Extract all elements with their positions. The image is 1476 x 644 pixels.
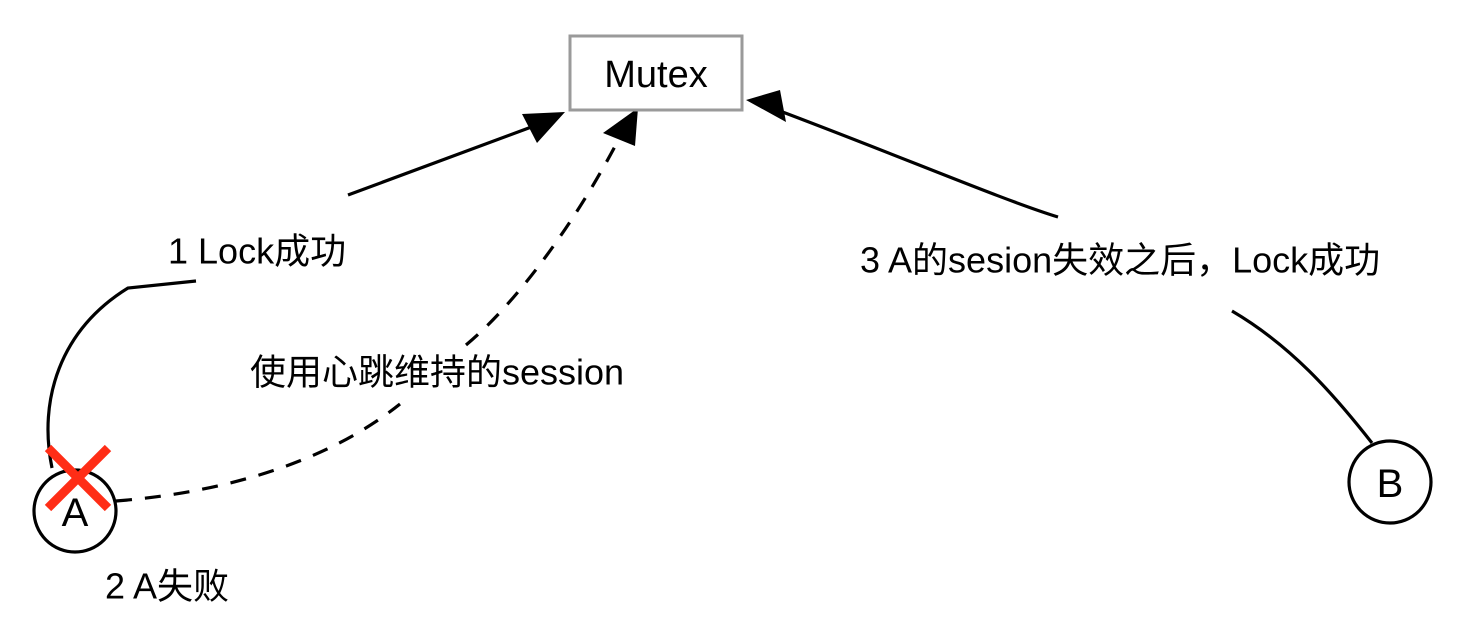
mutex-label: Mutex	[604, 54, 707, 96]
edge-label-b-lock-success-text: 3 A的sesion失效之后，Lock成功	[860, 240, 1380, 281]
edge-b-lock-success-arrowhead	[746, 90, 786, 122]
client-b-label: B	[1377, 462, 1404, 506]
edge-a-heartbeat-session[interactable]	[115, 108, 638, 503]
node-mutex[interactable]: Mutex	[568, 34, 744, 112]
edge-a-heartbeat-session-path-upper	[464, 132, 624, 347]
mutex-box	[568, 34, 744, 112]
annotation-a-failure: 2 A失败	[105, 566, 229, 607]
edge-a-heartbeat-session-path-lower	[115, 402, 401, 503]
annotation-a-failure-text: 2 A失败	[105, 566, 229, 607]
edge-a-lock-success-path	[46, 279, 197, 469]
edge-b-lock-success-path-upper	[771, 106, 1059, 219]
edge-b-lock-success[interactable]	[746, 90, 1374, 444]
edge-label-b-lock-success: 3 A的sesion失效之后，Lock成功	[854, 236, 1470, 284]
edge-a-lock-success-path-upper	[347, 117, 554, 197]
edge-a-lock-success[interactable]	[46, 112, 565, 469]
node-client-b[interactable]: B	[1347, 439, 1433, 525]
edge-b-lock-success-path-lower	[1231, 309, 1374, 444]
client-a-failure-cross-icon	[44, 444, 112, 512]
edge-a-lock-success-arrowhead	[522, 112, 565, 143]
client-a-label: A	[62, 491, 89, 535]
edge-label-a-lock-success-text: 1 Lock成功	[168, 231, 346, 272]
edge-label-a-heartbeat-session-text: 使用心跳维持的session	[250, 352, 624, 393]
edge-label-a-lock-success: 1 Lock成功	[160, 228, 376, 274]
edge-a-heartbeat-session-arrowhead	[603, 108, 638, 146]
edge-label-a-heartbeat-session: 使用心跳维持的session	[244, 348, 674, 396]
client-b-circle	[1347, 439, 1433, 525]
